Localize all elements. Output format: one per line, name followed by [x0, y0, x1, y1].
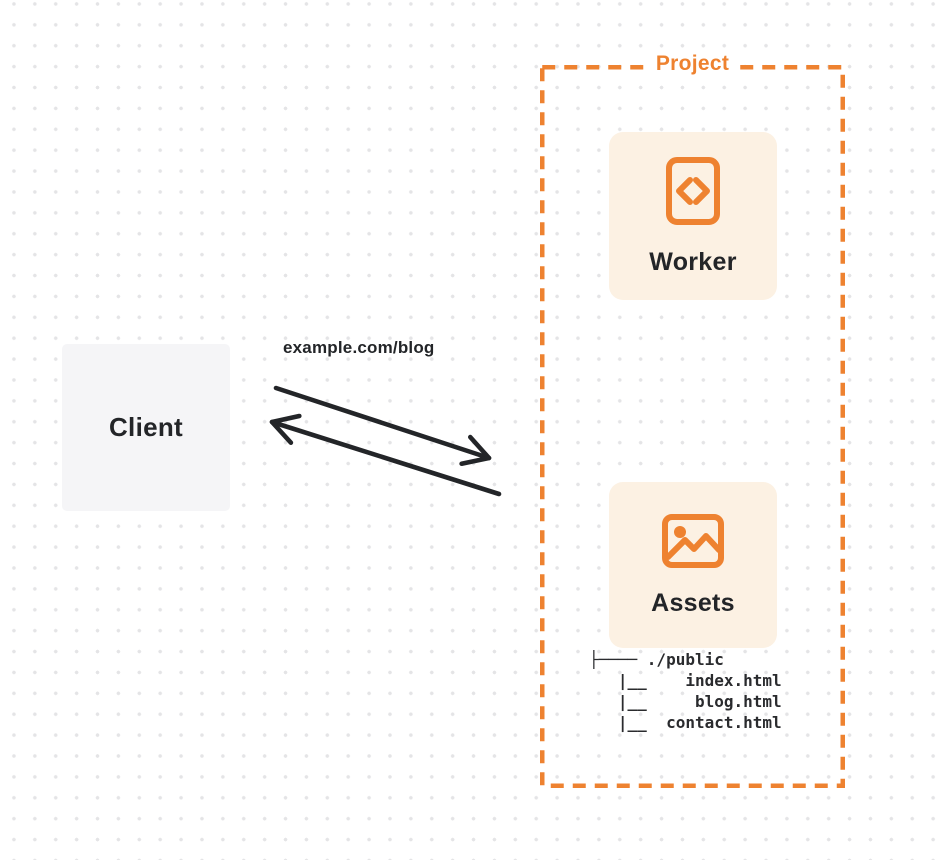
code-file-icon [666, 156, 720, 225]
project-dashed-border [540, 65, 845, 788]
client-box: Client [62, 344, 230, 511]
project-boundary: Project Worker Assets ├──── ./public |__… [540, 52, 845, 788]
file-tree: ├──── ./public |__ index.html |__ blog.h… [589, 650, 782, 732]
request-url-label: example.com/blog [283, 338, 435, 357]
response-arrow [269, 413, 502, 497]
project-label: Project [646, 52, 739, 77]
worker-card: Worker [609, 132, 777, 300]
assets-label: Assets [651, 588, 735, 617]
worker-label: Worker [649, 247, 737, 276]
client-label: Client [108, 412, 184, 442]
image-icon [662, 513, 724, 568]
assets-card: Assets [609, 482, 777, 648]
request-arrow [273, 385, 492, 466]
